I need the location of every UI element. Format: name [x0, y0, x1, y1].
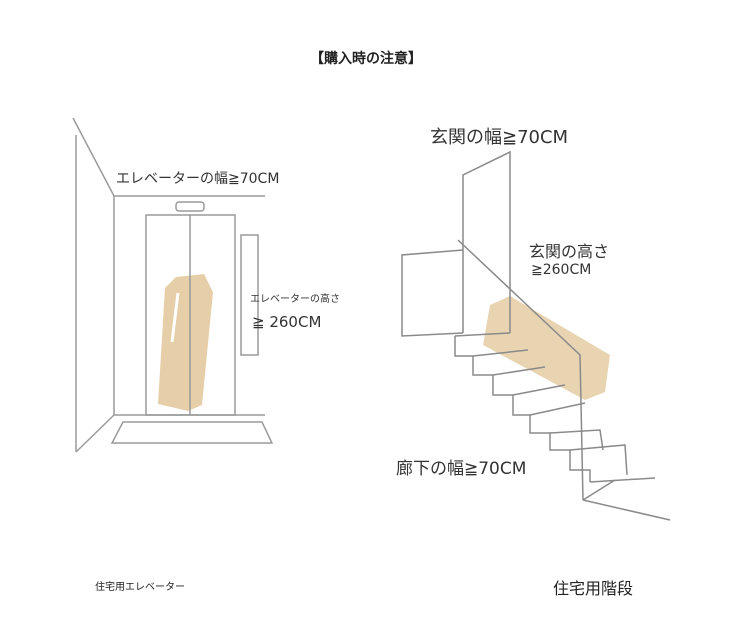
entrance-height-label: 玄関の高さ [529, 242, 610, 261]
button-panel [240, 234, 259, 356]
elevator-height-label: エレベーターの高さ [250, 294, 340, 305]
elevator-caption: 住宅用エレベーター [95, 582, 185, 593]
elevator-box-shape [158, 274, 213, 411]
page-title: 【購入時の注意】 [310, 51, 422, 67]
hallway-width-label: 廊下の幅≧70CM [396, 459, 527, 479]
elevator-illustration [72, 117, 274, 453]
elevator-height-value: ≧ 260CM [252, 313, 322, 331]
elevator-width-label: エレベーターの幅≧70CM [116, 171, 280, 187]
floor-mat [110, 421, 274, 444]
entrance-height-value: ≧260CM [531, 262, 592, 278]
stairs-caption: 住宅用階段 [553, 579, 634, 598]
entrance-width-label: 玄関の幅≧70CM [430, 127, 569, 148]
stairs-box-shape [483, 296, 610, 400]
stairs-illustration [401, 150, 671, 521]
floor-indicator [175, 201, 205, 212]
